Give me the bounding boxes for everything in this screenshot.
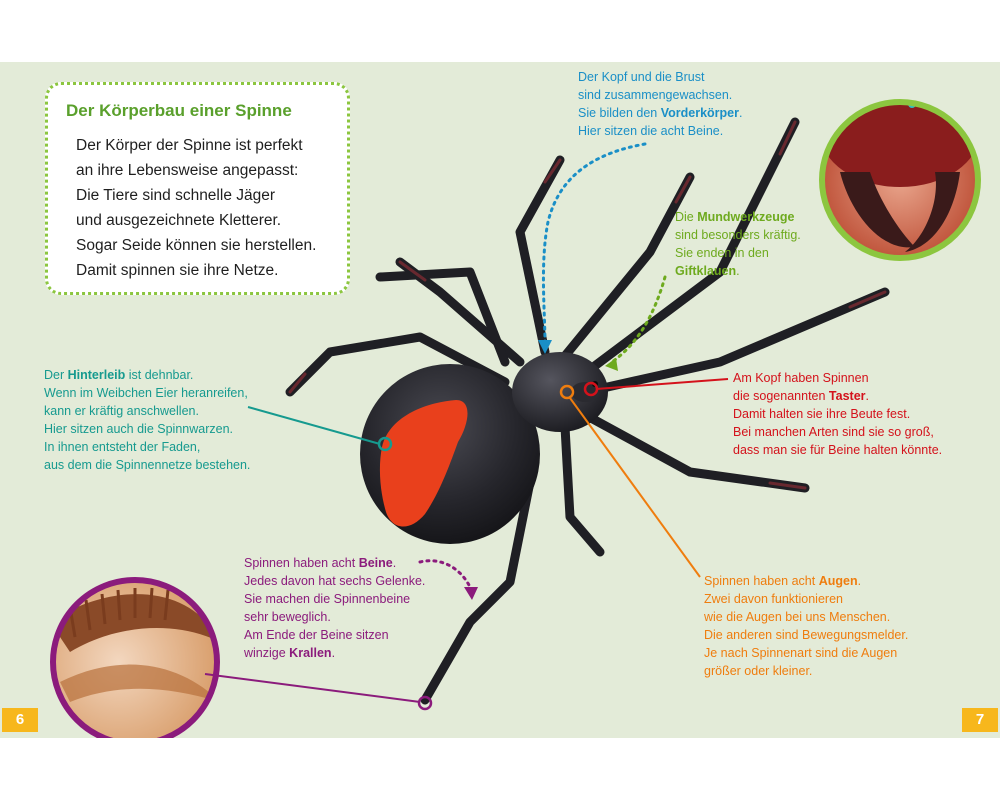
caption-eyes: Spinnen haben acht Augen. Zwei davon fun… [704, 572, 908, 680]
caption-legs: Spinnen haben acht Beine. Jedes davon ha… [244, 554, 425, 662]
info-box-line: Damit spinnen sie ihre Netze. [76, 262, 279, 279]
info-box-line: Sogar Seide können sie herstellen. [76, 237, 317, 254]
caption-line: Sie bilden den Vorderkörper. [578, 106, 743, 120]
info-box-line: und ausgezeichnete Kletterer. [76, 212, 282, 229]
caption-line: sehr beweglich. [244, 610, 331, 624]
caption-head: Der Kopf und die Brust sind zusammengewa… [578, 68, 742, 140]
caption-line: dass man sie für Beine halten könnte. [733, 443, 943, 457]
caption-line: Damit halten sie ihre Beute fest. [733, 407, 911, 421]
caption-line: Spinnen haben acht Augen. [704, 574, 862, 588]
caption-line: größer oder kleiner. [704, 664, 813, 678]
pointer-lines [204, 142, 729, 711]
caption-line: aus dem die Spinnennetze bestehen. [44, 458, 251, 472]
caption-line: Sie enden in den [675, 246, 769, 260]
caption-line: Die Mundwerkzeuge [675, 210, 795, 224]
caption-line: wie die Augen bei uns Menschen. [704, 610, 891, 624]
page-number-right: 7 [962, 708, 998, 732]
info-box: Der Körperbau einer Spinne Der Körper de… [45, 82, 350, 295]
caption-line: Sie machen die Spinnenbeine [244, 592, 411, 606]
book-spread: Der Körperbau einer Spinne Der Körper de… [0, 62, 1000, 738]
info-box-title: Der Körperbau einer Spinne [66, 101, 292, 120]
caption-pedipalps: Am Kopf haben Spinnen die sogenannten Ta… [733, 369, 942, 459]
fang-closeup [819, 99, 981, 261]
caption-line: sind besonders kräftig. [675, 228, 801, 242]
page-number-left: 6 [2, 708, 38, 732]
caption-line: Giftklauen. [675, 264, 740, 278]
caption-line: Der Hinterleib ist dehnbar. [44, 368, 194, 382]
caption-line: kann er kräftig anschwellen. [44, 404, 199, 418]
caption-line: die sogenannten Taster. [733, 389, 869, 403]
claw-closeup [50, 577, 220, 738]
caption-line: Zwei davon funktionieren [704, 592, 843, 606]
caption-line: winzige Krallen. [244, 646, 336, 660]
caption-line: Hier sitzen die acht Beine. [578, 124, 724, 138]
caption-mouthparts: Die Mundwerkzeuge sind besonders kräftig… [675, 208, 801, 280]
caption-line: Spinnen haben acht Beine. [244, 556, 397, 570]
caption-line: Bei manchen Arten sind sie so groß, [733, 425, 934, 439]
red-stripe [379, 400, 468, 527]
caption-line: Je nach Spinnenart sind die Augen [704, 646, 898, 660]
caption-line: Die anderen sind Bewegungsmelder. [704, 628, 909, 642]
caption-abdomen: Der Hinterleib ist dehnbar. Wenn im Weib… [44, 366, 250, 474]
caption-line: Jedes davon hat sechs Gelenke. [244, 574, 426, 588]
info-box-line: an ihre Lebensweise angepasst: [76, 162, 299, 179]
info-box-line: Die Tiere sind schnelle Jäger [76, 187, 276, 204]
caption-line: sind zusammengewachsen. [578, 88, 733, 102]
spider-illustration [50, 99, 981, 738]
caption-line: In ihnen entsteht der Faden, [44, 440, 201, 454]
caption-line: Am Kopf haben Spinnen [733, 371, 869, 385]
caption-line: Hier sitzen auch die Spinnwarzen. [44, 422, 233, 436]
caption-line: Am Ende der Beine sitzen [244, 628, 389, 642]
caption-line: Der Kopf und die Brust [578, 70, 705, 84]
caption-line: Wenn im Weibchen Eier heranreifen, [44, 386, 248, 400]
info-box-line: Der Körper der Spinne ist perfekt [76, 137, 303, 154]
